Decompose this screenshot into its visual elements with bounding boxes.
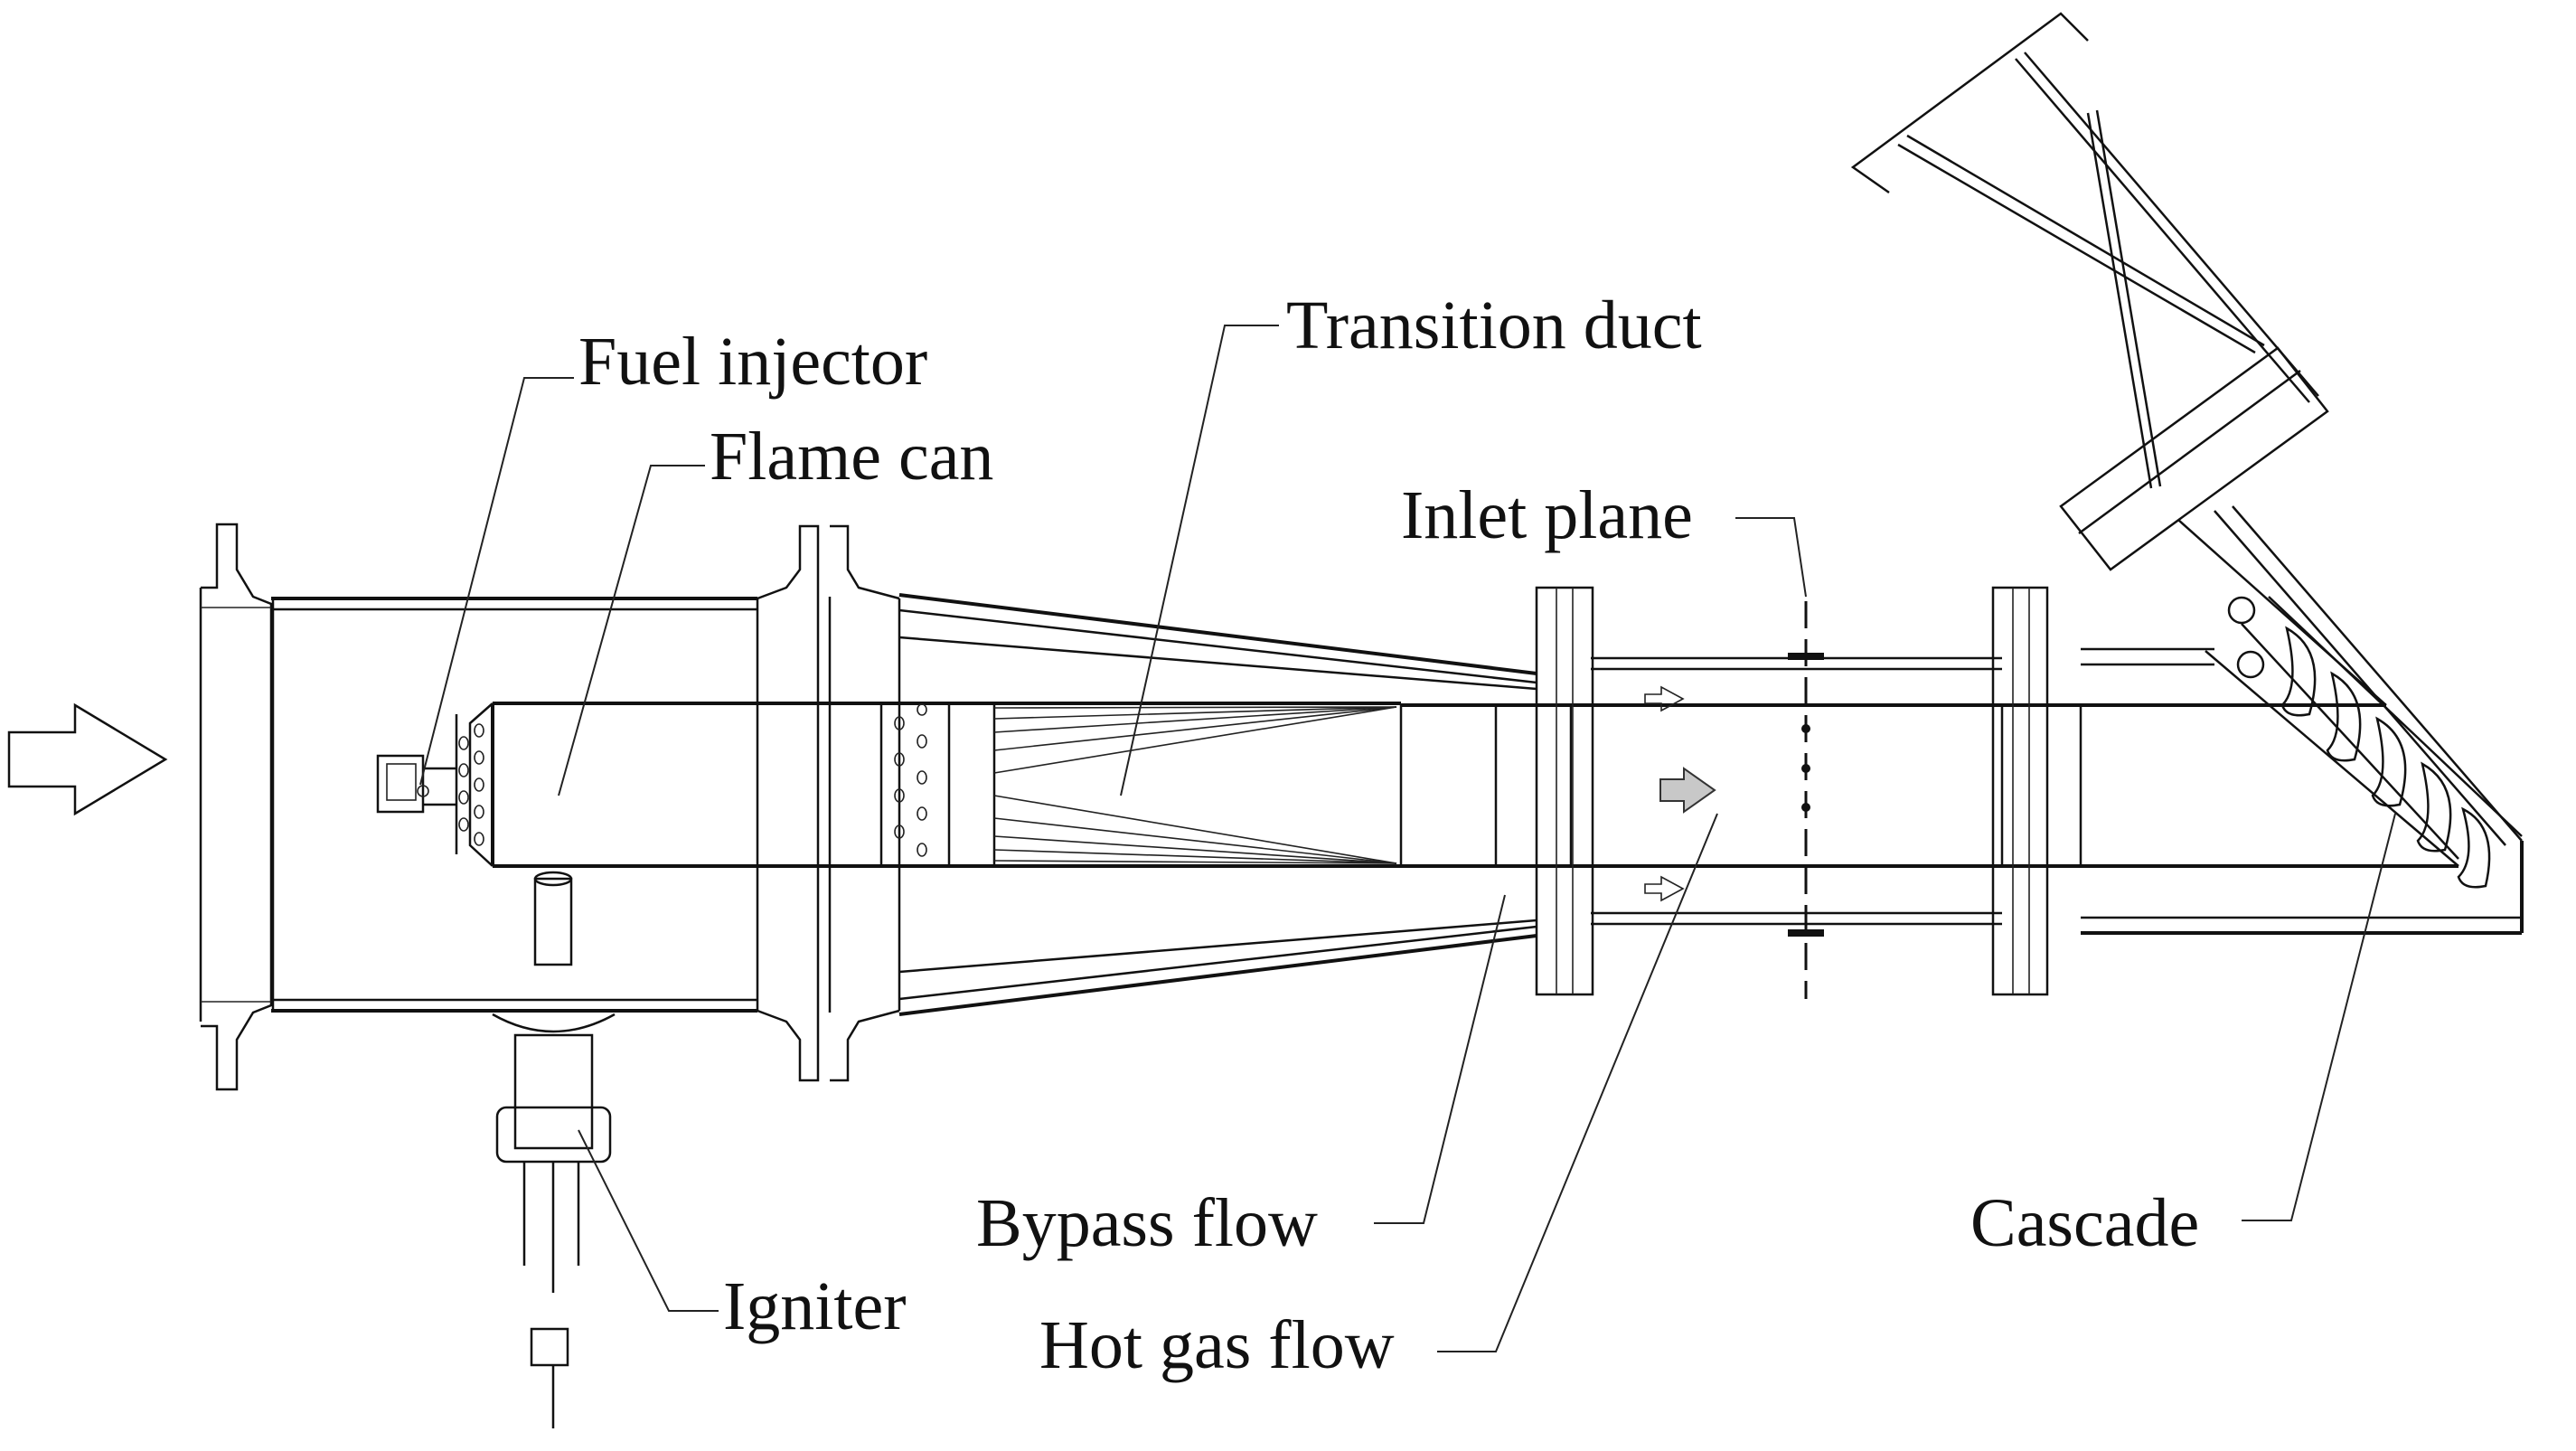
label-transition-duct: Transition duct	[1286, 287, 1702, 363]
conical-casing	[898, 593, 1537, 1016]
label-bypass-flow: Bypass flow	[976, 1185, 1318, 1261]
inlet-plane-probes	[1788, 653, 1824, 937]
inlet-flange	[199, 523, 273, 1091]
leader-hot-gas-flow	[1437, 813, 1718, 1352]
cascade-blades	[2280, 626, 2491, 889]
dome-holes	[458, 723, 484, 846]
transition-duct	[993, 702, 1403, 866]
label-cascade: Cascade	[1970, 1185, 2199, 1261]
label-inlet-plane: Inlet plane	[1401, 477, 1693, 553]
igniter-assembly	[492, 871, 616, 1428]
bypass-channel	[1591, 647, 2522, 935]
flange-right	[1991, 586, 2049, 996]
transition-duct-surface-lines	[993, 706, 1397, 864]
bypass-arrow-top	[1644, 685, 1685, 712]
leader-flame-can	[558, 465, 705, 796]
test-section-duct	[1401, 703, 2458, 868]
leader-igniter	[578, 1129, 719, 1312]
label-flame-can: Flame can	[710, 419, 993, 495]
leader-fuel-injector	[419, 377, 574, 786]
flame-can	[455, 702, 1401, 868]
plenum-casing	[271, 597, 759, 1013]
cascade-bolts	[2227, 596, 2265, 679]
leader-lines	[419, 325, 2396, 1352]
label-igniter: Igniter	[723, 1268, 907, 1344]
leader-inlet-plane	[1735, 517, 1807, 598]
hot-gas-arrow	[1659, 767, 1716, 814]
leader-transition-duct	[1120, 325, 1279, 796]
bypass-arrow-bottom	[1644, 875, 1685, 902]
dilution-holes	[894, 703, 927, 857]
label-hot-gas-flow: Hot gas flow	[1039, 1307, 1395, 1383]
leader-bypass-flow	[1374, 894, 1506, 1224]
cascade-housing	[2177, 505, 2524, 933]
label-fuel-injector: Fuel injector	[578, 324, 927, 400]
leader-cascade	[2242, 813, 2396, 1221]
inlet-flow-arrow	[7, 702, 168, 816]
flange-left	[1535, 586, 1594, 996]
mid-flange	[757, 524, 901, 1082]
exhaust-chimney	[1850, 12, 2329, 571]
fuel-injector	[376, 754, 456, 814]
